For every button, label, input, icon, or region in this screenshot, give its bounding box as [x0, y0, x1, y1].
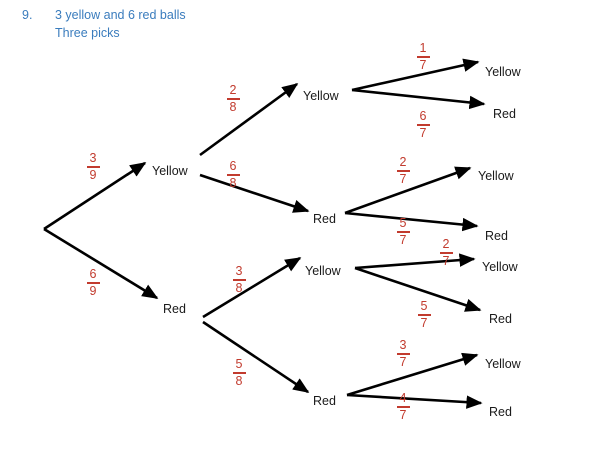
fraction-bar [226, 98, 240, 100]
level3-node-red-5: Red [489, 312, 512, 326]
fraction-bar [396, 406, 410, 408]
fraction-numerator: 5 [420, 299, 428, 313]
branch-root-to-yellow [43, 161, 147, 231]
fraction-bar [439, 252, 453, 254]
fraction-denominator: 8 [235, 373, 243, 388]
fraction-numerator: 6 [229, 159, 237, 173]
fraction-denominator: 7 [420, 315, 428, 330]
fraction-bar [396, 353, 410, 355]
fraction-denominator: 7 [419, 125, 427, 140]
fraction-bar [396, 231, 410, 233]
fraction-numerator: 1 [419, 41, 427, 55]
branch-yy-to-red [351, 88, 486, 110]
fraction-numerator: 2 [399, 155, 407, 169]
question-number: 9. [22, 8, 33, 22]
fraction-denominator: 8 [235, 280, 243, 295]
fraction-numerator: 5 [235, 357, 243, 371]
question-text-line1: 3 yellow and 6 red balls [55, 8, 186, 22]
branch-root-to-red [43, 227, 159, 300]
level2-node-red-3: Red [313, 394, 336, 408]
branch-ry-to-red [354, 266, 482, 312]
fraction-numerator: 4 [399, 391, 407, 405]
fraction-numerator: 6 [89, 267, 97, 281]
fraction-bar [226, 174, 240, 176]
fraction-bar [232, 279, 246, 281]
fraction-bar [232, 372, 246, 374]
fraction-bar [416, 124, 430, 126]
level3-node-red-1: Red [493, 107, 516, 121]
fraction-numerator: 3 [89, 151, 97, 165]
fraction-denominator: 8 [229, 99, 237, 114]
level1-node-red-1: Red [163, 302, 186, 316]
fraction-bar [417, 314, 431, 316]
fraction-denominator: 7 [442, 253, 450, 268]
fraction-bar [416, 56, 430, 58]
fraction-denominator: 9 [89, 283, 97, 298]
fraction-numerator: 3 [399, 338, 407, 352]
fraction-numerator: 6 [419, 109, 427, 123]
level3-node-yellow-0: Yellow [485, 65, 521, 79]
question-text-line2: Three picks [55, 26, 120, 40]
branch-rr-to-yellow [346, 352, 479, 397]
branch-red-to-red [202, 320, 310, 394]
fraction-bar [396, 170, 410, 172]
level2-node-yellow-0: Yellow [303, 89, 339, 103]
fraction-denominator: 7 [419, 57, 427, 72]
fraction-denominator: 7 [399, 171, 407, 186]
level2-node-yellow-2: Yellow [305, 264, 341, 278]
level3-node-yellow-6: Yellow [485, 357, 521, 371]
branch-yellow-to-red [199, 173, 310, 213]
level3-node-yellow-2: Yellow [478, 169, 514, 183]
fraction-numerator: 3 [235, 264, 243, 278]
level3-node-yellow-4: Yellow [482, 260, 518, 274]
branch-ry-to-yellow [354, 253, 476, 270]
fraction-denominator: 9 [89, 167, 97, 182]
branch-yr-to-yellow [344, 166, 472, 215]
fraction-bar [86, 166, 100, 168]
fraction-denominator: 8 [229, 175, 237, 190]
fraction-bar [86, 282, 100, 284]
level3-node-red-7: Red [489, 405, 512, 419]
branch-yellow-to-yellow [199, 82, 299, 157]
branch-rr-to-red [346, 393, 483, 409]
fraction-denominator: 7 [399, 232, 407, 247]
level1-node-yellow-0: Yellow [152, 164, 188, 178]
branch-yr-to-red [344, 211, 479, 232]
fraction-numerator: 2 [229, 83, 237, 97]
level3-node-red-3: Red [485, 229, 508, 243]
branch-yy-to-yellow [351, 58, 480, 92]
branch-lines [43, 58, 486, 409]
level2-node-red-1: Red [313, 212, 336, 226]
fraction-denominator: 7 [399, 354, 407, 369]
branch-red-to-yellow [202, 256, 302, 319]
fraction-numerator: 2 [442, 237, 450, 251]
fraction-numerator: 5 [399, 216, 407, 230]
fraction-denominator: 7 [399, 407, 407, 422]
